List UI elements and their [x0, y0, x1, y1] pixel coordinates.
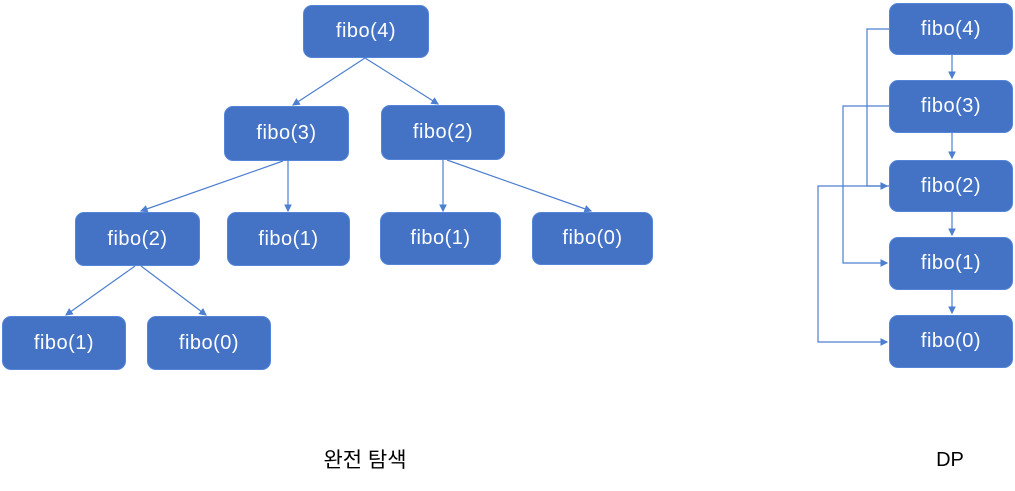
- edge-arrow: [446, 159, 593, 213]
- edge-arrow: [65, 265, 136, 316]
- caption-dp: DP: [936, 449, 964, 471]
- node-fibo-3: fibo(3): [889, 80, 1013, 133]
- node-fibo-4: fibo(4): [303, 5, 429, 58]
- node-fibo-3: fibo(3): [224, 106, 349, 161]
- node-fibo-0: fibo(0): [889, 315, 1013, 368]
- node-fibo-2: fibo(2): [889, 160, 1013, 212]
- node-fibo-1: fibo(1): [2, 316, 126, 370]
- edge-arrow: [139, 160, 284, 213]
- node-fibo-0: fibo(0): [147, 316, 271, 370]
- node-fibo-1: fibo(1): [227, 212, 350, 266]
- edge-arrow: [364, 57, 439, 105]
- node-fibo-1: fibo(1): [380, 212, 501, 265]
- node-fibo-1: fibo(1): [889, 237, 1013, 290]
- node-fibo-4: fibo(4): [889, 3, 1013, 55]
- node-fibo-0: fibo(0): [532, 212, 653, 265]
- caption-brute-force-search: 완전 탐색: [323, 449, 407, 472]
- edge-arrow: [292, 57, 366, 106]
- memoization-elbow-arrow: [842, 105, 889, 267]
- memoization-elbow-arrow: [817, 185, 889, 346]
- node-fibo-2: fibo(2): [381, 105, 505, 160]
- node-fibo-2: fibo(2): [75, 212, 200, 266]
- memoization-elbow-arrow: [866, 28, 889, 190]
- edge-arrow: [140, 265, 207, 316]
